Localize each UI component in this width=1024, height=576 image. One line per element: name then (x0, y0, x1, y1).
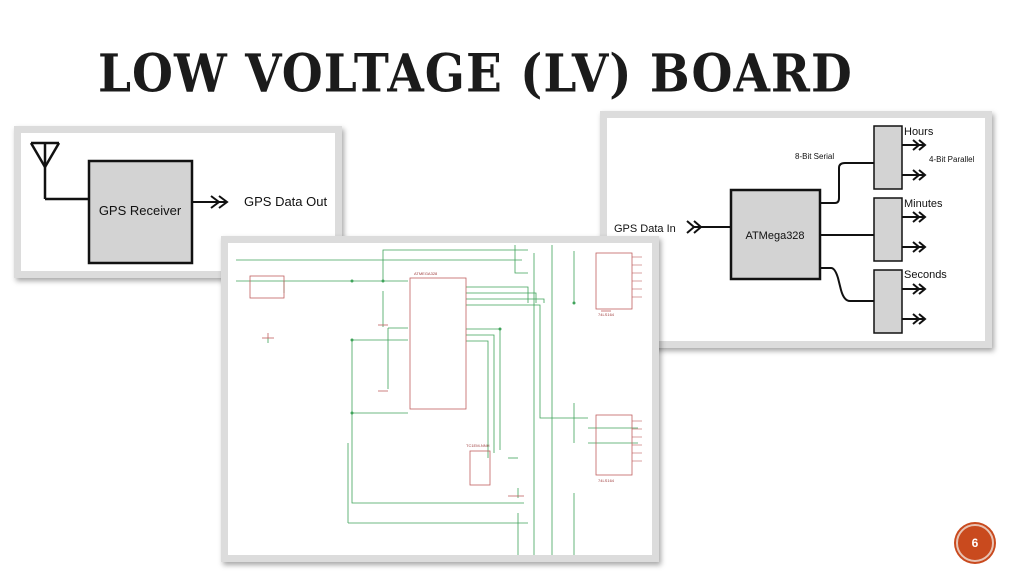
gps-receiver-diagram: GPS Receiver GPS Data Out (14, 126, 342, 278)
atmega-diagram-svg: GPS Data In ATMega328 8-Bit Serial Hours… (614, 125, 975, 334)
hours-label: Hours (904, 126, 934, 138)
minutes-register-box (873, 197, 903, 262)
antenna-icon (29, 141, 89, 201)
schematic-svg: ATMEGA328 TC1EM-NNH 74LS164 74LS164 (236, 245, 642, 555)
atmega328-label: ATMega328 (745, 230, 804, 242)
seconds-label: Seconds (904, 269, 947, 281)
output-arrow-icon (192, 195, 229, 209)
lv-board-schematic: ATMEGA328 TC1EM-NNH 74LS164 74LS164 (221, 236, 659, 562)
schematic-parts (249, 252, 633, 497)
parallel-output-arrows (902, 139, 927, 325)
driver-part-label-top: 74LS164 (598, 312, 615, 317)
pin-stubs (632, 256, 642, 462)
serial-wires (820, 162, 874, 302)
gps-receiver-label: GPS Receiver (99, 203, 182, 218)
mcu-part-label: ATMEGA328 (414, 271, 438, 276)
driver-part-label-bottom: 74LS164 (598, 478, 615, 483)
gps-output-label: GPS Data Out (244, 194, 327, 209)
atmega-block-diagram: GPS Data In ATMega328 8-Bit Serial Hours… (600, 111, 992, 348)
schematic-wires (236, 245, 638, 555)
slide-title: LOW VOLTAGE (LV) BOARD (98, 43, 853, 106)
junction-dots (350, 279, 576, 415)
hours-register-box (873, 125, 903, 190)
serial-label: 8-Bit Serial (795, 152, 834, 161)
gps-input-label: GPS Data In (614, 223, 676, 235)
seconds-register-box (873, 269, 903, 334)
gps-diagram-svg: GPS Receiver GPS Data Out (29, 141, 327, 265)
parallel-label: 4-Bit Parallel (929, 155, 975, 164)
gps-receiver-box (87, 159, 194, 265)
page-number-badge: 6 (956, 524, 994, 562)
minutes-label: Minutes (904, 198, 943, 210)
connector-part-label: TC1EM-NNH (466, 443, 490, 448)
input-arrow-icon (686, 220, 731, 234)
